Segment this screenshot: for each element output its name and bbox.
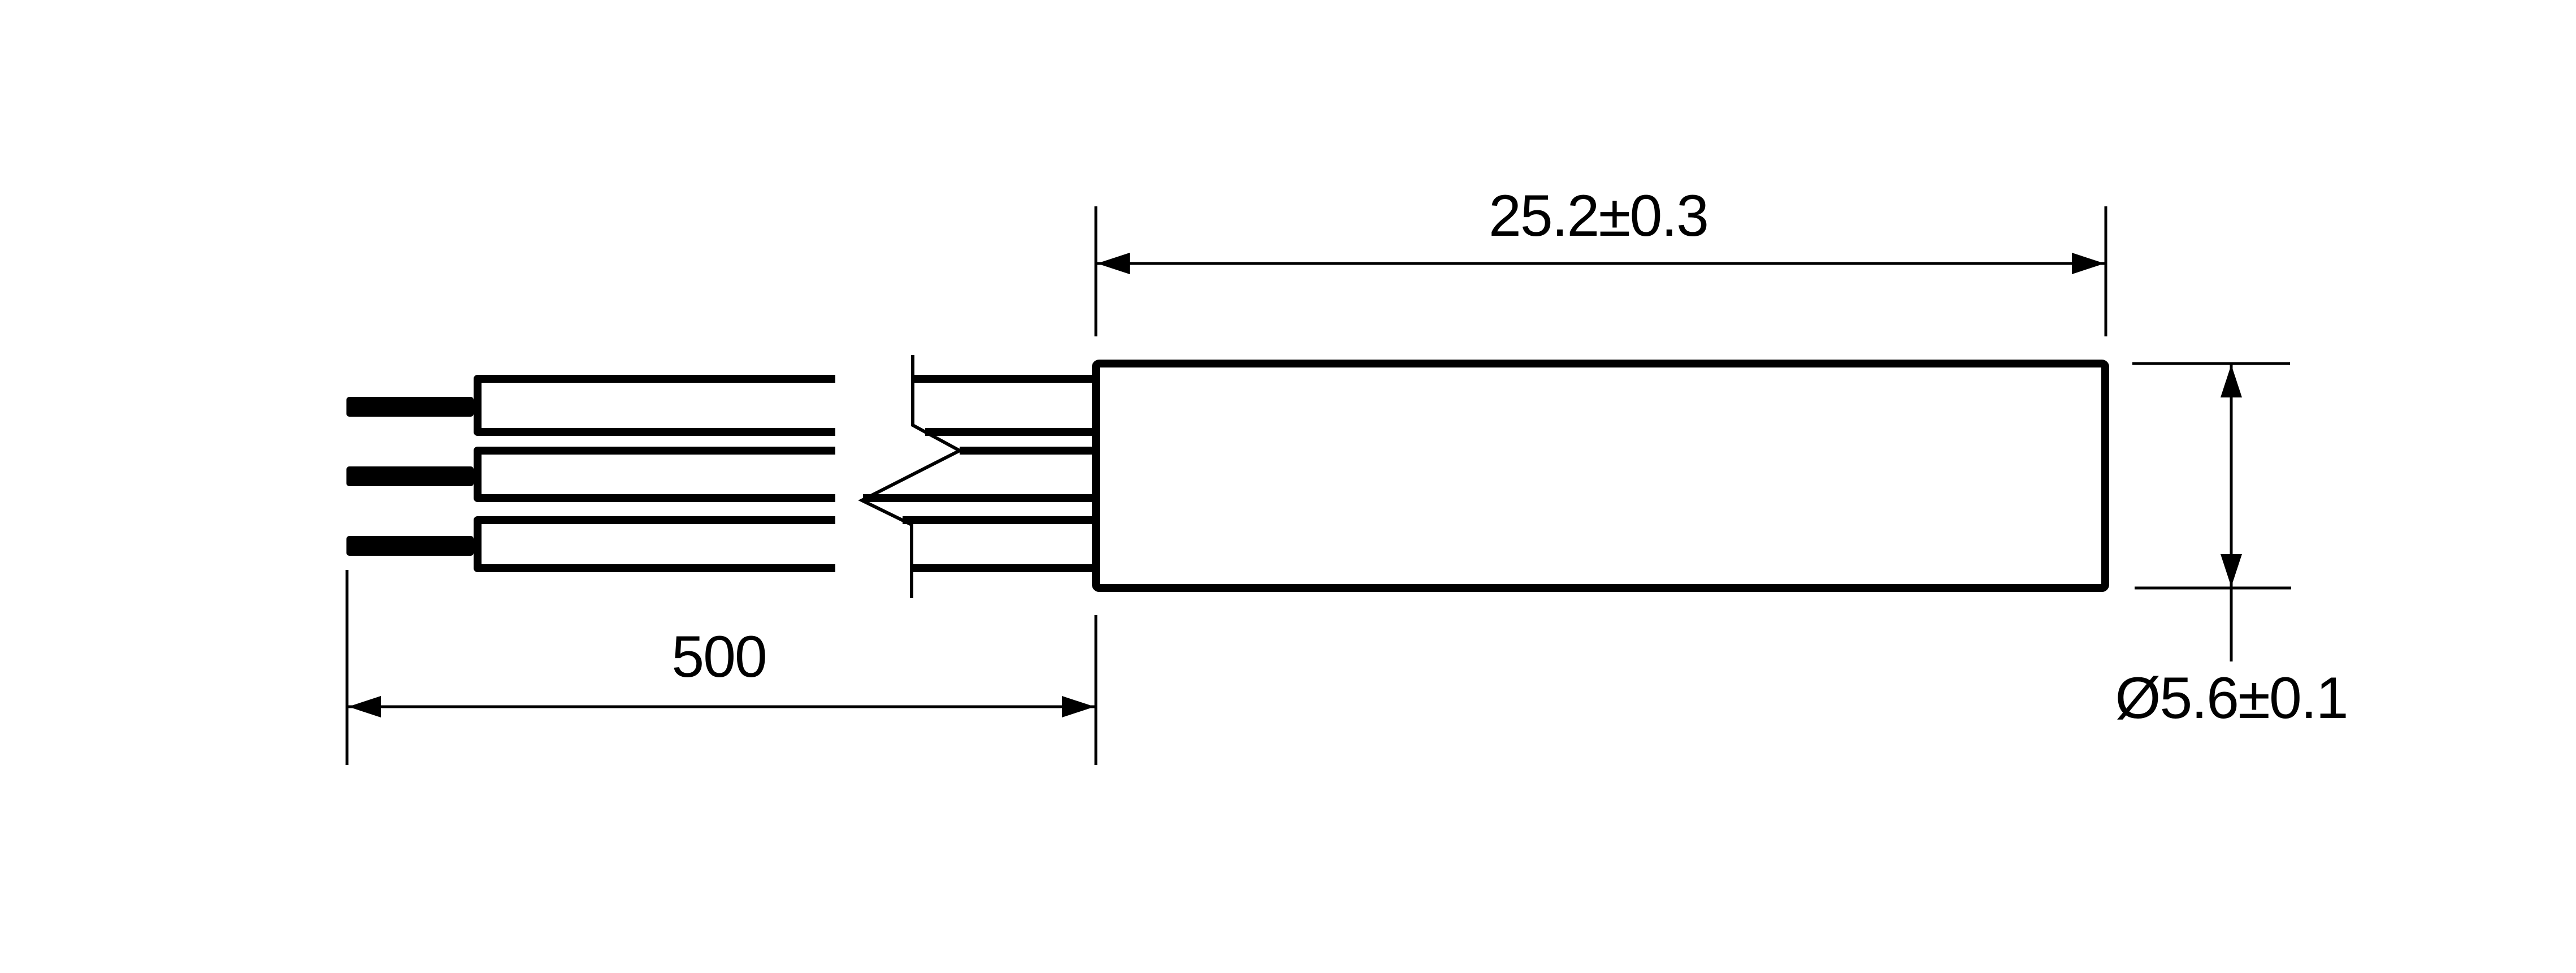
arrowhead-left-icon bbox=[1097, 253, 1130, 274]
dimension-body-length: 25.2±0.3 bbox=[1094, 183, 2107, 336]
lead-wire-bottom bbox=[346, 516, 1096, 572]
wire-insulation-outline bbox=[474, 516, 835, 572]
dimension-label-lead-length: 500 bbox=[671, 624, 766, 690]
probe-body-outline bbox=[1092, 360, 2109, 592]
wire-bare-end bbox=[346, 536, 474, 556]
dimension-label-body-length: 25.2±0.3 bbox=[1489, 183, 1708, 249]
dimension-label-body-diameter: Ø5.6±0.1 bbox=[2115, 665, 2347, 731]
arrowhead-left-icon bbox=[348, 696, 381, 717]
wire-bare-end bbox=[346, 466, 474, 486]
dimension-body-diameter: Ø5.6±0.1 bbox=[2115, 362, 2349, 731]
arrowhead-right-icon bbox=[2072, 253, 2105, 274]
lead-wire-middle bbox=[346, 447, 1096, 502]
cable-break-symbol bbox=[858, 355, 964, 598]
arrowhead-up-icon bbox=[2221, 365, 2242, 397]
lead-wire-top bbox=[346, 375, 1096, 436]
dimension-lead-length: 500 bbox=[345, 570, 1098, 765]
wire-bare-end bbox=[346, 397, 474, 417]
wire-insulation-outline bbox=[474, 375, 835, 436]
arrowhead-down-icon bbox=[2221, 554, 2242, 587]
wire-insulation-outline bbox=[474, 447, 835, 502]
arrowhead-right-icon bbox=[1062, 696, 1095, 717]
